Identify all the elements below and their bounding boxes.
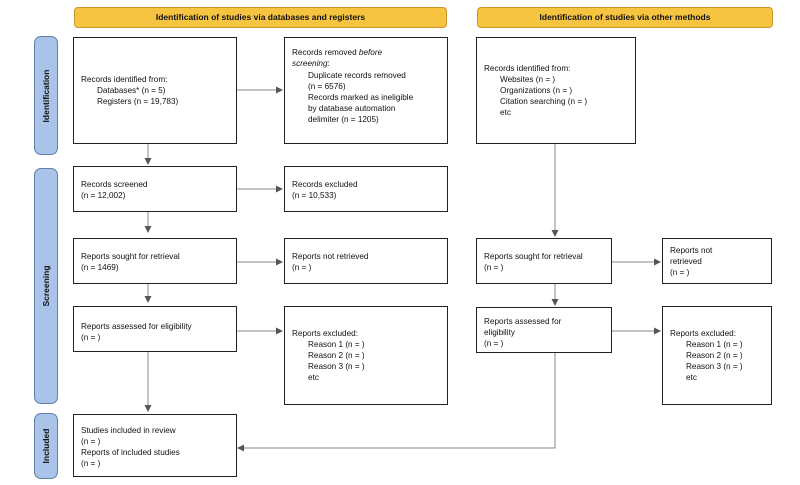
reports-assessed-count: (n = ) [81,333,101,342]
phase-identification-label: Identification [41,69,51,122]
phase-identification: Identification [34,36,58,155]
other-reports-assessed-line2: eligibility [484,328,515,337]
header-other-methods: Identification of studies via other meth… [477,7,773,28]
records-removed-prefix: Records removed [292,48,359,57]
other-reason-1: Reason 1 (n = ) [686,340,743,349]
screening-word-line: screening: [292,58,330,69]
before-word: before [358,48,383,57]
websites-count: Websites (n = ) [500,75,556,84]
other-sources-etc: etc [500,108,511,117]
reports-assessed-title: Reports assessed for eligibility [81,322,192,331]
other-records-identified-title: Records identified from: [484,64,571,73]
records-screened-title: Records screened [81,180,148,189]
other-records-identified-box: Records identified from: Websites (n = )… [476,37,636,144]
reason-1: Reason 1 (n = ) [308,340,365,349]
studies-included-box: Studies included in review (n = ) Report… [73,414,237,477]
other-reports-assessed-count: (n = ) [484,339,504,348]
other-reports-excluded-box: Reports excluded: Reason 1 (n = ) Reason… [662,306,772,405]
other-reason-3: Reason 3 (n = ) [686,362,743,371]
ineligible-marked: Records marked as ineligible [308,93,414,102]
phase-included: Included [34,413,58,479]
other-reports-sought-box: Reports sought for retrieval (n = ) [476,238,612,284]
reason-3: Reason 3 (n = ) [308,362,365,371]
screening-colon: : [327,59,330,68]
reports-excluded-box: Reports excluded: Reason 1 (n = ) Reason… [284,306,448,405]
other-reports-sought-count: (n = ) [484,263,504,272]
organizations-count: Organizations (n = ) [500,86,573,95]
studies-included-count: (n = ) [81,437,101,446]
ineligible-automation: by database automation [308,104,396,113]
phase-screening: Screening [34,168,58,404]
reports-sought-title: Reports sought for retrieval [81,252,180,261]
records-excluded-title: Records excluded [292,180,358,189]
other-reports-assessed-box: Reports assessed for eligibility (n = ) [476,307,612,353]
other-reports-not-retrieved-count: (n = ) [670,268,690,277]
registers-count: Registers (n = 19,783) [97,97,179,106]
records-screened-box: Records screened (n = 12,002) [73,166,237,212]
other-reason-etc: etc [686,373,697,382]
other-reports-excluded-title: Reports excluded: [670,329,736,338]
reports-not-retrieved-title: Reports not retrieved [292,252,369,261]
records-identified-box: Records identified from: Databases* (n =… [73,37,237,144]
records-identified-title: Records identified from: [81,75,168,84]
phase-screening-label: Screening [41,265,51,307]
reason-etc: etc [308,373,319,382]
other-reports-not-retrieved-line2: retrieved [670,257,702,266]
screening-word: screening [292,59,328,68]
other-reason-2: Reason 2 (n = ) [686,351,743,360]
records-removed-box: Records removed before screening: Duplic… [284,37,448,144]
reports-sought-count: (n = 1469) [81,263,119,272]
reports-included-count: (n = ) [81,459,101,468]
other-reports-not-retrieved-line1: Reports not [670,246,713,255]
reports-not-retrieved-count: (n = ) [292,263,312,272]
reason-2: Reason 2 (n = ) [308,351,365,360]
other-reports-sought-title: Reports sought for retrieval [484,252,583,261]
other-reports-not-retrieved-box: Reports not retrieved (n = ) [662,238,772,284]
reports-included-title: Reports of included studies [81,448,180,457]
records-removed-title: Records removed before [292,47,382,58]
reports-excluded-title: Reports excluded: [292,329,358,338]
citation-searching-count: Citation searching (n = ) [500,97,588,106]
records-excluded-count: (n = 10,533) [292,191,337,200]
duplicates-removed: Duplicate records removed [308,71,406,80]
ineligible-count: delimiter (n = 1205) [308,115,379,124]
studies-included-title: Studies included in review [81,426,176,435]
phase-included-label: Included [41,428,51,464]
arrow-other-assessed-to-included [237,352,556,452]
duplicates-count: (n = 6576) [308,82,346,91]
records-screened-count: (n = 12,002) [81,191,126,200]
databases-count: Databases* (n = 5) [97,86,166,95]
reports-sought-box: Reports sought for retrieval (n = 1469) [73,238,237,284]
header-databases: Identification of studies via databases … [74,7,447,28]
records-excluded-box: Records excluded (n = 10,533) [284,166,448,212]
reports-not-retrieved-box: Reports not retrieved (n = ) [284,238,448,284]
reports-assessed-box: Reports assessed for eligibility (n = ) [73,306,237,352]
other-reports-assessed-line1: Reports assessed for [484,317,562,326]
